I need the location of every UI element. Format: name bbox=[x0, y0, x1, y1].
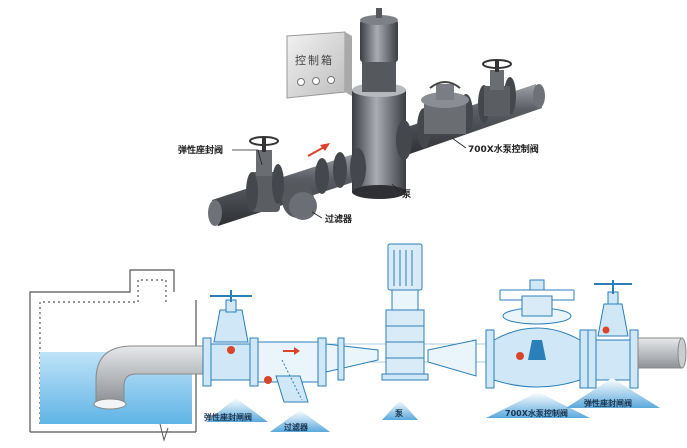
left-gate-valve-marker-icon bbox=[227, 346, 235, 354]
bottom-pump bbox=[381, 243, 429, 381]
wedge-left-gate-valve bbox=[206, 398, 268, 422]
control-box-label: 控制箱 bbox=[295, 53, 334, 67]
label-pump-bottom: 泵 bbox=[395, 409, 403, 418]
control-box-knob-3 bbox=[327, 76, 335, 84]
label-control-valve-bottom: 700X水泵控制阀 bbox=[505, 408, 568, 418]
label-filter-top: 过滤器 bbox=[325, 213, 353, 225]
left-gate-valve bbox=[202, 290, 259, 387]
label-pump-top: 泵 bbox=[402, 189, 412, 200]
label-resilient-seat-valve: 弹性座封阀 bbox=[178, 144, 223, 156]
bottom-control-valve bbox=[485, 279, 589, 389]
wedge-right-gate-valve bbox=[566, 378, 660, 408]
top-pump bbox=[350, 8, 412, 199]
control-valve-marker-icon bbox=[516, 352, 524, 360]
top-resilient-seat-valve bbox=[246, 136, 284, 212]
top-isometric-view: 控制箱 弹性座封阀 过滤器 泵 700X水泵控制阀 bbox=[178, 8, 545, 226]
top-leader-lines bbox=[232, 137, 467, 219]
top-control-valve bbox=[417, 81, 473, 148]
inlet-reducer bbox=[325, 337, 379, 381]
top-filter bbox=[282, 152, 347, 220]
outlet-reducer bbox=[427, 339, 477, 377]
right-gate-valve bbox=[587, 280, 639, 389]
right-gate-valve-marker-icon bbox=[602, 326, 610, 334]
wedge-control-valve bbox=[486, 392, 590, 418]
top-flow-arrow-icon bbox=[307, 143, 330, 157]
y-strainer-filter bbox=[257, 337, 327, 403]
control-box-knob-2 bbox=[312, 77, 320, 85]
top-right-gate-valve bbox=[478, 59, 516, 123]
bottom-schematic-view: 弹性座封闸阀 过滤器 泵 700X水泵控制阀 弹性座封闸阀 bbox=[29, 243, 687, 442]
label-right-gate-valve: 弹性座封闸阀 bbox=[584, 398, 632, 408]
control-box: 控制箱 bbox=[286, 31, 352, 99]
label-wedges bbox=[206, 378, 660, 432]
label-filter-bottom: 过滤器 bbox=[284, 422, 309, 432]
label-left-gate-valve: 弹性座封闸阀 bbox=[204, 412, 252, 422]
label-control-valve-top: 700X水泵控制阀 bbox=[468, 143, 539, 155]
bottom-flow-arrow-icon bbox=[283, 347, 300, 355]
wedge-pump bbox=[382, 400, 418, 420]
filter-marker-icon bbox=[264, 376, 272, 384]
control-box-knob-1 bbox=[297, 78, 305, 86]
wedge-filter bbox=[270, 410, 330, 432]
outlet-pipe bbox=[637, 337, 687, 369]
